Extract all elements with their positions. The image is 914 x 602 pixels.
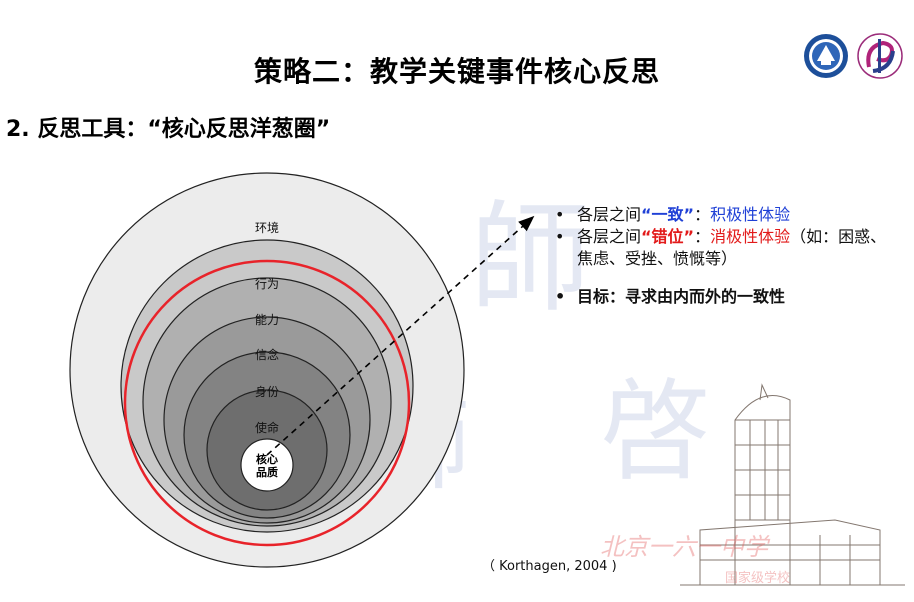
item1-quote: “一致”: [641, 205, 695, 224]
item2-result: 消极性体验: [710, 227, 791, 246]
item2-colon: ：: [694, 227, 711, 246]
school-level-watermark: 国家级学校: [725, 570, 790, 586]
school-seal-text: 北京一六一中学 国家级学校: [600, 533, 790, 586]
layer-label-identity: 身份: [255, 384, 279, 399]
school-emblem-icon: [857, 33, 903, 79]
watermark-char-2: 啓: [600, 368, 710, 496]
dashed-arrow: [266, 215, 535, 456]
slide-title: 策略二：教学关键事件核心反思: [253, 55, 660, 88]
layer-label-competence: 能力: [255, 313, 279, 327]
layer-label-mission: 使命: [255, 420, 279, 435]
list-item-goal: • 目标：寻求由内而外的一致性: [553, 286, 893, 308]
onion-core: [240, 438, 294, 492]
layer-label-environment: 环境: [255, 220, 279, 235]
goal-text: 目标：寻求由内而外的一致性: [577, 287, 786, 306]
highlight-ring: [123, 259, 411, 547]
layer-label-belief: 信念: [255, 347, 279, 362]
layer-label-behavior: 行为: [255, 277, 279, 291]
watermark-char-1: 師: [470, 190, 590, 329]
core-label-line1: 核心: [256, 452, 278, 466]
citation: （ Korthagen, 2004 ): [482, 559, 617, 574]
list-item-misalignment: • 各层之间“错位”：消极性体验（如：困惑、焦虑、受挫、愤慨等）: [553, 226, 893, 270]
item1-result: 积极性体验: [710, 205, 791, 224]
building-drawing: [680, 383, 905, 586]
item1-colon: ：: [694, 205, 711, 224]
section-heading: 2. 反思工具：“核心反思洋葱圈”: [6, 117, 331, 142]
item1-prefix: 各层之间: [577, 205, 642, 224]
bullet-icon: •: [555, 205, 565, 224]
bullet-icon: •: [555, 287, 566, 306]
explanation-list: • 各层之间“一致”：积极性体验 • 各层之间“错位”：消极性体验（如：困惑、焦…: [553, 204, 893, 308]
item2-suffix: （如：困惑、焦虑、受挫、愤慨等）: [577, 227, 887, 268]
list-item-consistency: • 各层之间“一致”：积极性体验: [553, 204, 893, 226]
item2-quote: “错位”: [641, 227, 695, 246]
university-emblem-icon: [804, 34, 848, 78]
school-name-watermark: 北京一六一中学: [600, 533, 771, 561]
item2-prefix: 各层之间: [577, 227, 642, 246]
bullet-icon: •: [555, 227, 565, 246]
core-label-line2: 品质: [256, 465, 278, 479]
